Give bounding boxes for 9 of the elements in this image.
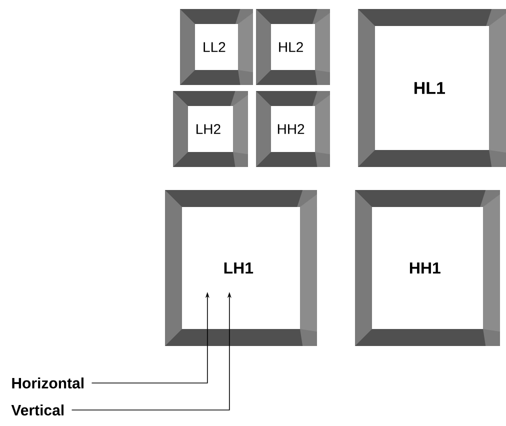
axis-label: Horizontal — [12, 378, 84, 388]
frame-box: HH2 — [256, 91, 330, 167]
frame-box: HH1 — [355, 190, 500, 346]
frame-box: LH1 — [165, 190, 317, 346]
frame-box: LH2 — [173, 91, 248, 167]
frame-box: HL1 — [358, 9, 506, 167]
frame-box: LL2 — [180, 9, 253, 85]
axis-label: Vertical — [11, 404, 64, 416]
frame-box: HL2 — [256, 9, 330, 85]
